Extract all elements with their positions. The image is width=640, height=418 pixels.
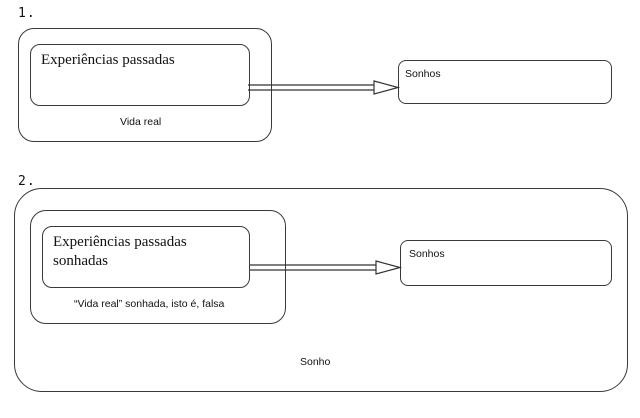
experiencias-passadas-label: Experiências passadas <box>41 52 175 68</box>
arrow-2 <box>250 260 403 275</box>
arrow-1 <box>248 80 401 95</box>
diagram-2-number: 2. <box>18 174 36 189</box>
sonhos-label-2: Sonhos <box>409 248 445 260</box>
sonhos-box-1: Sonhos <box>398 60 612 104</box>
vida-real-sonhada-label: “Vida real” sonhada, isto é, falsa <box>74 298 225 310</box>
experiencias-passadas-line1: Experiências passadas <box>53 234 187 250</box>
experiencias-passadas-line2: sonhadas <box>53 253 108 269</box>
vida-real-label: Vida real <box>120 116 162 128</box>
experiencias-passadas-box: Experiências passadas <box>30 44 250 106</box>
sonho-label: Sonho <box>300 356 331 368</box>
sonhos-label-1: Sonhos <box>405 68 441 80</box>
diagram-1-number: 1. <box>18 6 36 21</box>
experiencias-passadas-sonhadas-box: Experiências passadas sonhadas <box>42 226 250 288</box>
sonhos-box-2: Sonhos <box>400 240 612 286</box>
